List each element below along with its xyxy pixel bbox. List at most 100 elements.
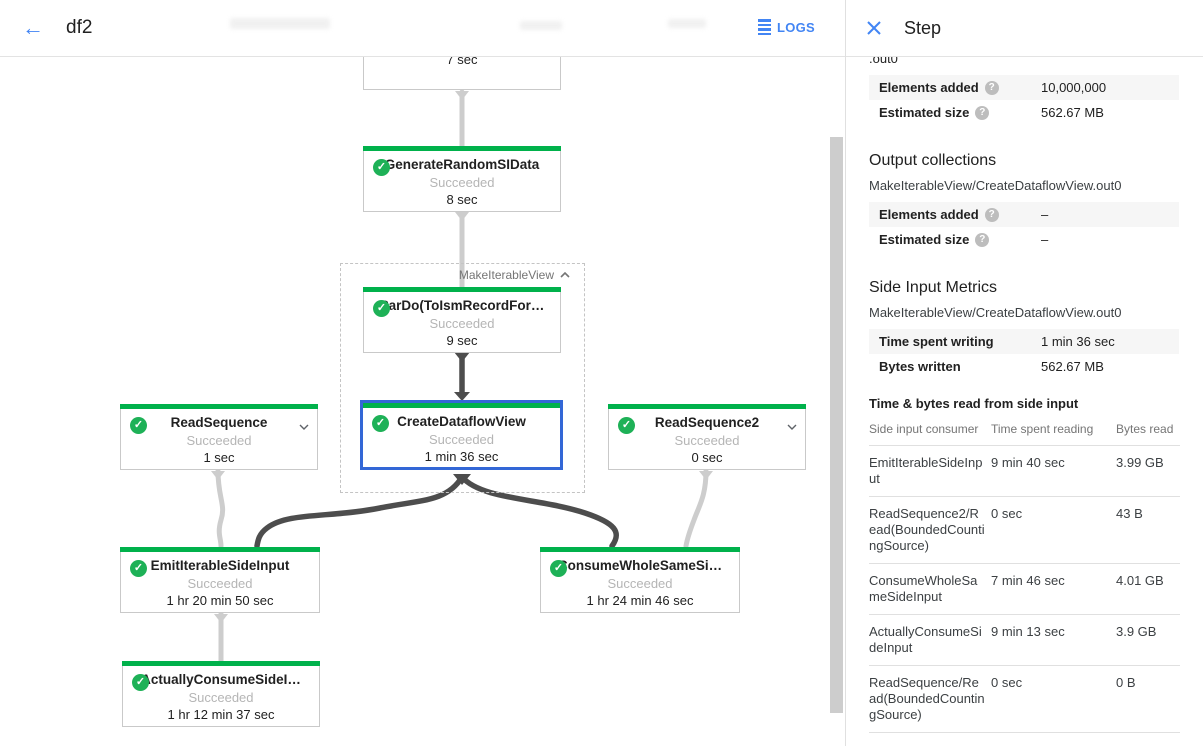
collection-name: MakeIterableView/CreateDataflowView.out0: [869, 305, 1122, 320]
redacted-text: [520, 21, 562, 30]
node-duration: 0 sec: [691, 450, 723, 465]
column-header: Time spent reading: [991, 418, 1116, 446]
help-icon[interactable]: ?: [975, 232, 990, 247]
help-icon[interactable]: ?: [984, 80, 999, 95]
chevron-down-icon[interactable]: [787, 417, 797, 435]
chevron-down-icon[interactable]: [299, 417, 309, 435]
metric-row: Estimated size? –: [869, 227, 1179, 252]
graph-node-pardo-toismrecord[interactable]: ✓ ParDo(ToIsmRecordFor… Succeeded 9 sec: [363, 287, 561, 353]
time-spent-reading: 0 sec: [991, 496, 1116, 564]
node-title: CreateDataflowView: [397, 414, 526, 429]
node-status-bar: [363, 287, 561, 292]
job-header: ← df2 LOGS: [0, 0, 845, 57]
node-duration: 1 hr 24 min 46 sec: [586, 593, 694, 608]
success-check-icon: ✓: [130, 417, 147, 434]
graph-node-createdataflowview-selected[interactable]: ✓ CreateDataflowView Succeeded 1 min 36 …: [360, 400, 563, 470]
node-title: ActuallyConsumeSideI…: [141, 672, 301, 687]
metric-row: Elements added? 10,000,000: [869, 75, 1179, 100]
metric-value: 562.67 MB: [1041, 105, 1104, 120]
clipped-collection-name: .out0: [869, 57, 898, 66]
close-icon[interactable]: [866, 20, 882, 36]
table-row: ActuallyConsumeSideInput 9 min 13 sec 3.…: [869, 614, 1180, 666]
node-title: ReadSequence: [170, 415, 268, 430]
step-detail-panel: Step .out0 Elements added? 10,000,000 Es…: [845, 0, 1203, 746]
bytes-read: 43 B: [1116, 496, 1180, 564]
metric-row: Elements added? –: [869, 202, 1179, 227]
node-title: GenerateRandomSIData: [384, 157, 540, 172]
graph-node-actuallyconsumesideinput[interactable]: ✓ ActuallyConsumeSideI… Succeeded 1 hr 1…: [122, 661, 320, 727]
success-check-icon: ✓: [130, 560, 147, 577]
column-header: Side input consumer: [869, 418, 991, 446]
metric-row: Bytes written 562.67 MB: [869, 354, 1179, 379]
graph-edges: [211, 89, 713, 664]
node-duration: 1 hr 12 min 37 sec: [167, 707, 275, 722]
graph-node-readsequence2[interactable]: ✓ ReadSequence2 Succeeded 0 sec: [608, 404, 806, 470]
node-status-bar: [363, 403, 560, 408]
node-status-bar: [120, 404, 318, 409]
logs-list-icon: [757, 19, 771, 35]
panel-title: Step: [904, 17, 942, 38]
composite-group-makeiterableview: MakeIterableView: [340, 263, 585, 493]
node-duration: 1 min 36 sec: [424, 449, 499, 464]
bytes-read: 4.01 GB: [1116, 563, 1180, 615]
logs-button[interactable]: LOGS: [757, 19, 815, 35]
step-panel-body: .out0 Elements added? 10,000,000 Estimat…: [846, 57, 1203, 746]
success-check-icon: ✓: [618, 417, 635, 434]
node-status: Succeeded: [186, 433, 252, 448]
bytes-read: 0 B: [1116, 665, 1180, 733]
node-duration: 8 sec: [446, 192, 478, 207]
success-check-icon: ✓: [550, 560, 567, 577]
job-title: df2: [66, 17, 93, 38]
graph-node-emititerablesideinput[interactable]: ✓ EmitIterableSideInput Succeeded 1 hr 2…: [120, 547, 320, 613]
metric-value: 562.67 MB: [1041, 359, 1104, 374]
metric-value: 1 min 36 sec: [1041, 334, 1115, 349]
bytes-read: 3.99 GB: [1116, 445, 1180, 497]
metric-label: Elements added: [879, 207, 979, 222]
node-title: ParDo(ToIsmRecordFor…: [379, 298, 545, 313]
node-duration: 1 hr 20 min 50 sec: [166, 593, 274, 608]
metric-row: Estimated size? 562.67 MB: [869, 100, 1179, 125]
table-row: ReadSequence/Read(BoundedCountingSource)…: [869, 665, 1180, 733]
metric-value: –: [1041, 232, 1049, 247]
redacted-text: [668, 19, 706, 28]
node-status-bar: [120, 547, 320, 552]
job-graph-pane: MakeIterableView ✓ Succeeded 7 sec ✓ Gen…: [0, 0, 845, 727]
metric-value: –: [1041, 207, 1049, 222]
graph-node-readsequence[interactable]: ✓ ReadSequence Succeeded 1 sec: [120, 404, 318, 470]
bytes-read: 3.9 GB: [1116, 614, 1180, 666]
metric-label: Estimated size: [879, 105, 970, 120]
time-spent-reading: 0 sec: [991, 665, 1116, 733]
success-check-icon: ✓: [373, 159, 390, 176]
graph-scrollbar[interactable]: [830, 137, 843, 713]
node-status: Succeeded: [607, 576, 673, 591]
success-check-icon: ✓: [373, 300, 390, 317]
node-status: Succeeded: [188, 690, 254, 705]
node-status-bar: [122, 661, 320, 666]
group-collapse-toggle[interactable]: MakeIterableView: [459, 268, 570, 282]
node-status-bar: [363, 146, 561, 151]
table-row: EmitIterableSideInput 9 min 40 sec 3.99 …: [869, 445, 1180, 497]
node-status: Succeeded: [187, 576, 253, 591]
node-status-bar: [608, 404, 806, 409]
step-panel-header: Step: [846, 0, 1203, 57]
table-heading: Time & bytes read from side input: [869, 396, 1079, 411]
back-arrow-icon[interactable]: ←: [22, 15, 44, 40]
help-icon[interactable]: ?: [975, 105, 990, 120]
help-icon[interactable]: ?: [984, 207, 999, 222]
side-input-consumer: ActuallyConsumeSideInput: [869, 614, 991, 666]
side-input-consumer: ConsumeWholeSameSideInput: [869, 563, 991, 615]
node-title: ReadSequence2: [654, 415, 760, 430]
success-check-icon: ✓: [132, 674, 149, 691]
side-input-table: Side input consumer Time spent reading B…: [869, 418, 1180, 733]
node-status-bar: [540, 547, 740, 552]
graph-node-consumewholesamesideinput[interactable]: ✓ ConsumeWholeSameSi… Succeeded 1 hr 24 …: [540, 547, 740, 613]
graph-node-generaterandomsidata[interactable]: ✓ GenerateRandomSIData Succeeded 8 sec: [363, 146, 561, 212]
side-input-consumer: ReadSequence/Read(BoundedCountingSource): [869, 665, 991, 733]
time-spent-reading: 9 min 40 sec: [991, 445, 1116, 497]
node-title: EmitIterableSideInput: [150, 558, 290, 573]
metric-label: Estimated size: [879, 232, 970, 247]
time-spent-reading: 7 min 46 sec: [991, 563, 1116, 615]
time-spent-reading: 9 min 13 sec: [991, 614, 1116, 666]
metric-label: Bytes written: [879, 359, 961, 374]
node-status: Succeeded: [428, 432, 495, 447]
